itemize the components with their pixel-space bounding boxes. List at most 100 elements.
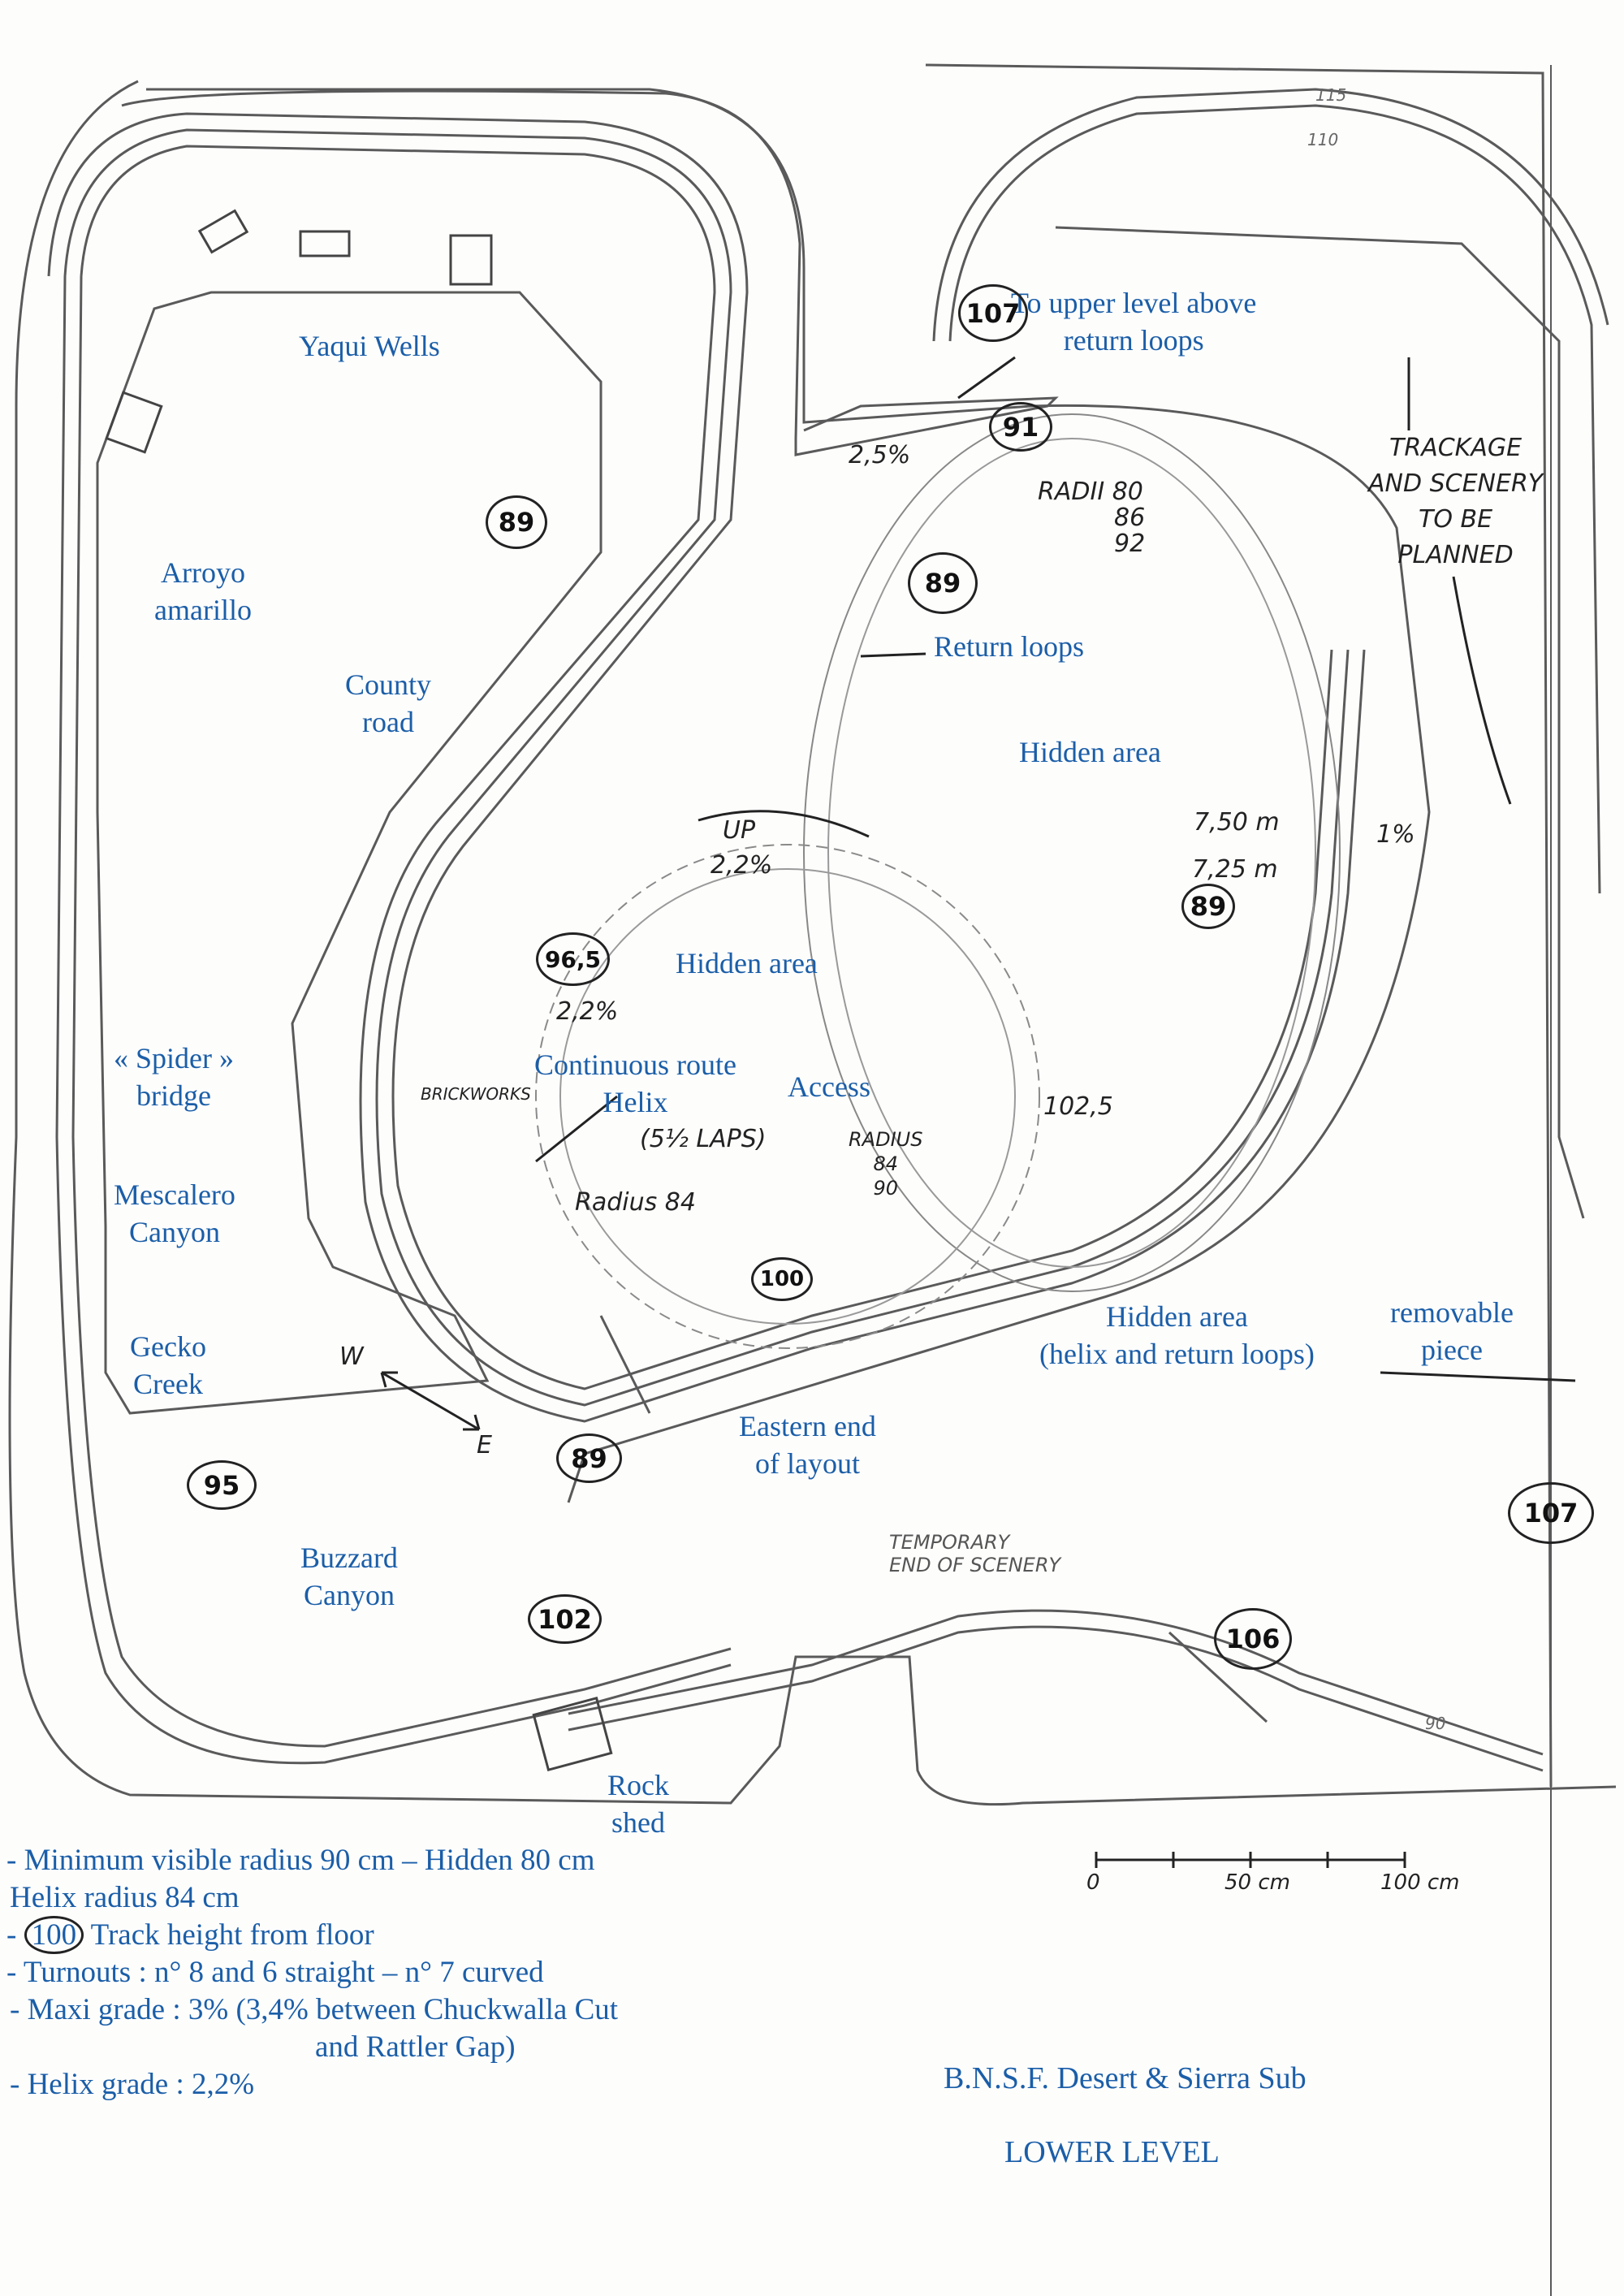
height-100: 100 <box>751 1257 813 1301</box>
benchwork-outer-left <box>146 88 1431 1503</box>
label-removable-line1: removable <box>1390 1296 1514 1329</box>
label-spider-line1: « Spider » <box>114 1042 234 1074</box>
arrow-upper-level <box>957 356 1016 400</box>
arrow-removable <box>1380 1371 1576 1382</box>
label-hidden-area-right: Hidden area <box>1019 736 1161 768</box>
legend: - Minimum visible radius 90 cm – Hidden … <box>6 1842 618 2104</box>
aisle-outline <box>96 291 603 1415</box>
track-bottom <box>568 1609 1544 1756</box>
label-gecko-line2: Creek <box>133 1368 203 1400</box>
note-edge-115: 115 <box>1315 85 1347 105</box>
track-main-3 <box>80 145 1366 1423</box>
note-radii-86: 86 <box>1114 504 1146 532</box>
note-height-1025: 102,5 <box>1043 1092 1113 1121</box>
title-line1: B.N.S.F. Desert & Sierra Sub <box>944 2061 1307 2095</box>
label-upper-line1: To upper level above <box>1011 287 1257 319</box>
note-temporary-end: TEMPORARY END OF SCENERY <box>889 1531 1060 1576</box>
label-buzzard-canyon: Buzzard Canyon <box>300 1539 398 1614</box>
track-top-right-2 <box>932 88 1609 342</box>
label-rock-line2: shed <box>611 1806 665 1839</box>
note-radius-line2: 84 <box>873 1152 898 1175</box>
label-gecko-creek: Gecko Creek <box>130 1328 206 1403</box>
scale-label-50: 50 cm <box>1224 1870 1290 1895</box>
compass-w-label: W <box>339 1343 364 1371</box>
note-dist-725: 7,25 m <box>1192 855 1278 884</box>
note-grade-1: 1% <box>1376 820 1415 849</box>
note-radius-line3: 90 <box>873 1177 898 1200</box>
note-brickworks: BRICKWORKS <box>421 1084 531 1104</box>
compass-arrow-w <box>380 1371 398 1388</box>
note-radius-84-90: RADIUS 84 90 <box>849 1127 922 1200</box>
legend-line-grade-cont: and Rattler Gap) <box>315 2030 516 2064</box>
label-to-upper-level: To upper level above return loops <box>1011 284 1256 359</box>
legend-height-sample: 100 <box>24 1916 84 1954</box>
label-yaqui-wells: Yaqui Wells <box>299 330 440 362</box>
label-mescalero-line1: Mescalero <box>114 1178 235 1211</box>
label-continuous-line2: Helix <box>603 1086 668 1118</box>
label-spider-line2: bridge <box>136 1079 211 1112</box>
legend-line-radius: - Minimum visible radius 90 cm – Hidden … <box>6 1844 595 1877</box>
scale-label-100: 100 cm <box>1380 1870 1460 1895</box>
label-removable-line2: piece <box>1421 1334 1483 1366</box>
label-hidden-bottom-line1: Hidden area <box>1106 1300 1248 1333</box>
scale-label-0: 0 <box>1086 1870 1100 1895</box>
building-2 <box>299 230 351 257</box>
note-radii: RADII 80 <box>1038 478 1143 506</box>
note-laps: (5½ LAPS) <box>640 1125 767 1153</box>
label-buzzard-line2: Canyon <box>303 1579 395 1611</box>
height-102: 102 <box>528 1594 602 1644</box>
arrow-up-helix <box>698 810 870 838</box>
track-bottom-2 <box>568 1625 1544 1772</box>
note-radius-line1: RADIUS <box>849 1128 923 1151</box>
label-mescalero-line2: Canyon <box>128 1216 220 1248</box>
benchwork-right <box>1055 226 1585 1219</box>
legend-line-turnouts: - Turnouts : n° 8 and 6 straight – n° 7 … <box>6 1956 544 1989</box>
legend-height-prefix: - <box>6 1918 24 1952</box>
height-91: 91 <box>989 402 1052 452</box>
height-89-yaqui: 89 <box>486 495 547 549</box>
note-trackage-line1: TRACKAGE <box>1389 434 1522 462</box>
benchwork-outline-left <box>121 89 1059 456</box>
track-main-2 <box>47 112 1333 1390</box>
label-upper-line2: return loops <box>1063 324 1204 357</box>
building-4 <box>105 391 163 454</box>
helix-inner <box>559 868 1016 1325</box>
label-eastern-line2: of layout <box>754 1447 860 1480</box>
legend-line-grade: - Maxi grade : 3% (3,4% between Chuckwal… <box>10 1993 619 2026</box>
height-89-right: 89 <box>1181 884 1235 929</box>
label-hidden-area-center: Hidden area <box>676 947 818 979</box>
label-buzzard-line1: Buzzard <box>300 1541 398 1574</box>
note-trackage-line3: TO BE <box>1419 505 1493 534</box>
rock-shed-structure <box>532 1697 613 1771</box>
height-107-right: 107 <box>1508 1482 1594 1544</box>
benchwork-outer-edge <box>8 80 1617 1806</box>
note-edge-110: 110 <box>1307 130 1339 149</box>
note-temporary-line1: TEMPORARY <box>889 1531 1010 1554</box>
height-95: 95 <box>187 1460 257 1510</box>
arrow-return-loops <box>860 652 926 658</box>
track-main-1 <box>63 128 1350 1407</box>
label-continuous-line1: Continuous route <box>534 1049 736 1081</box>
bottom-crossover <box>1168 1631 1268 1723</box>
label-hidden-bottom-line2: (helix and return loops) <box>1039 1338 1315 1370</box>
legend-line-helix-radius: Helix radius 84 cm <box>10 1881 240 1914</box>
height-107-top: 107 <box>958 284 1028 342</box>
label-arroyo-line2: amarillo <box>154 594 252 626</box>
note-trackage: TRACKAGE AND SCENERY TO BE PLANNED <box>1368 430 1543 573</box>
arrow-helix <box>535 1095 618 1163</box>
height-89-bottom: 89 <box>556 1433 622 1483</box>
height-89-return: 89 <box>908 552 978 614</box>
label-arroyo-amarillo: Arroyo amarillo <box>154 554 252 629</box>
return-loop-inner <box>827 438 1316 1268</box>
label-removable-piece: removable piece <box>1390 1294 1514 1369</box>
compass-e-label: E <box>477 1431 492 1459</box>
label-continuous-route: Continuous route Helix <box>534 1046 736 1121</box>
label-eastern-line1: Eastern end <box>739 1410 876 1442</box>
helix-outer <box>535 844 1040 1349</box>
benchwork-right-edge <box>925 63 1553 1788</box>
note-trackage-line4: PLANNED <box>1397 541 1514 569</box>
compass-arrow-e <box>463 1414 481 1431</box>
building-3 <box>449 234 493 286</box>
track-perimeter-left-2 <box>71 275 732 1748</box>
